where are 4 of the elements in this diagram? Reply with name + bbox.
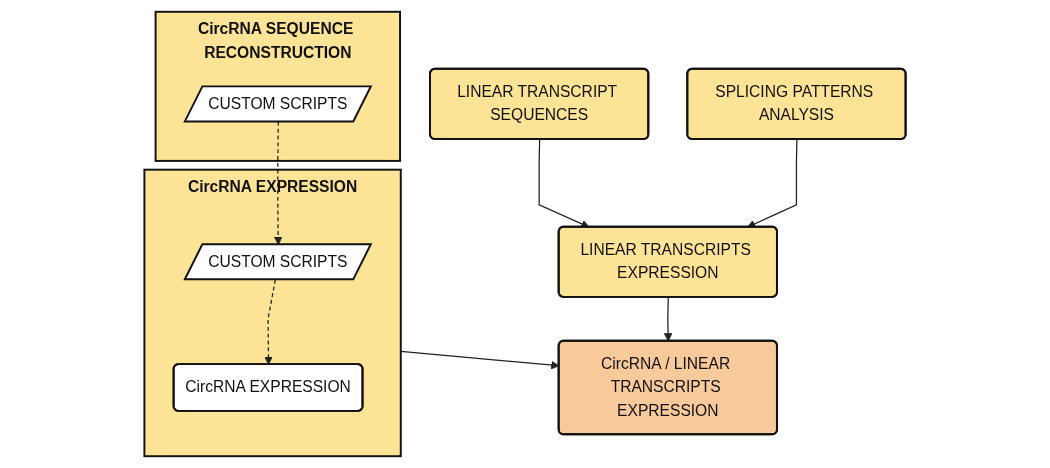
- arrow: [747, 138, 798, 228]
- arrow: [663, 296, 673, 342]
- arrow: [264, 279, 276, 365]
- arrow: [538, 138, 590, 228]
